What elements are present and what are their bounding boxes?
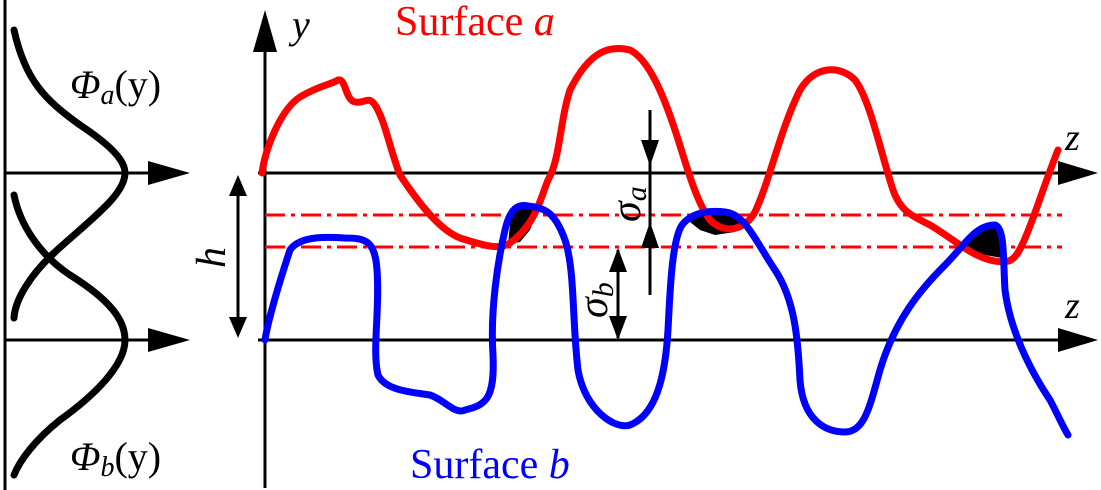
z-axis-upper-arrowhead: [1058, 161, 1098, 185]
left-upper-arrowhead: [148, 161, 190, 185]
z-axis-upper-label: z: [1064, 117, 1080, 159]
phi-b-label: Φb(y): [70, 434, 161, 483]
z-axis-lower-arrowhead: [1058, 328, 1098, 352]
y-axis-arrowhead: [253, 10, 277, 52]
phi-b-distribution-curve: [10, 191, 129, 479]
sigma-b-label: σb: [571, 282, 620, 318]
sigma-b-top-arrowhead: [609, 248, 627, 272]
sigma-a-label: σa: [604, 186, 653, 222]
contact-area-3: [965, 225, 1002, 258]
surface-b-label: Surface b: [410, 442, 570, 488]
surface-a-profile: [258, 44, 1062, 266]
y-axis-label: y: [288, 2, 310, 47]
left-lower-arrowhead: [148, 328, 190, 352]
z-axis-lower-label: z: [1064, 285, 1080, 327]
h-bottom-arrowhead: [229, 317, 247, 338]
phi-a-label: Φa(y): [70, 62, 161, 111]
sigma-a-top-arrowhead: [641, 140, 659, 166]
h-label: h: [189, 247, 235, 268]
surface-b-profile: [261, 202, 1072, 439]
h-top-arrowhead: [229, 175, 247, 196]
sigma-a-bottom-arrowhead: [641, 222, 659, 248]
sigma-b-bottom-arrowhead: [609, 316, 627, 340]
phi-a-distribution-curve: [10, 26, 129, 322]
surface-a-label: Surface a: [395, 0, 555, 45]
contact-area-1: [508, 204, 536, 244]
